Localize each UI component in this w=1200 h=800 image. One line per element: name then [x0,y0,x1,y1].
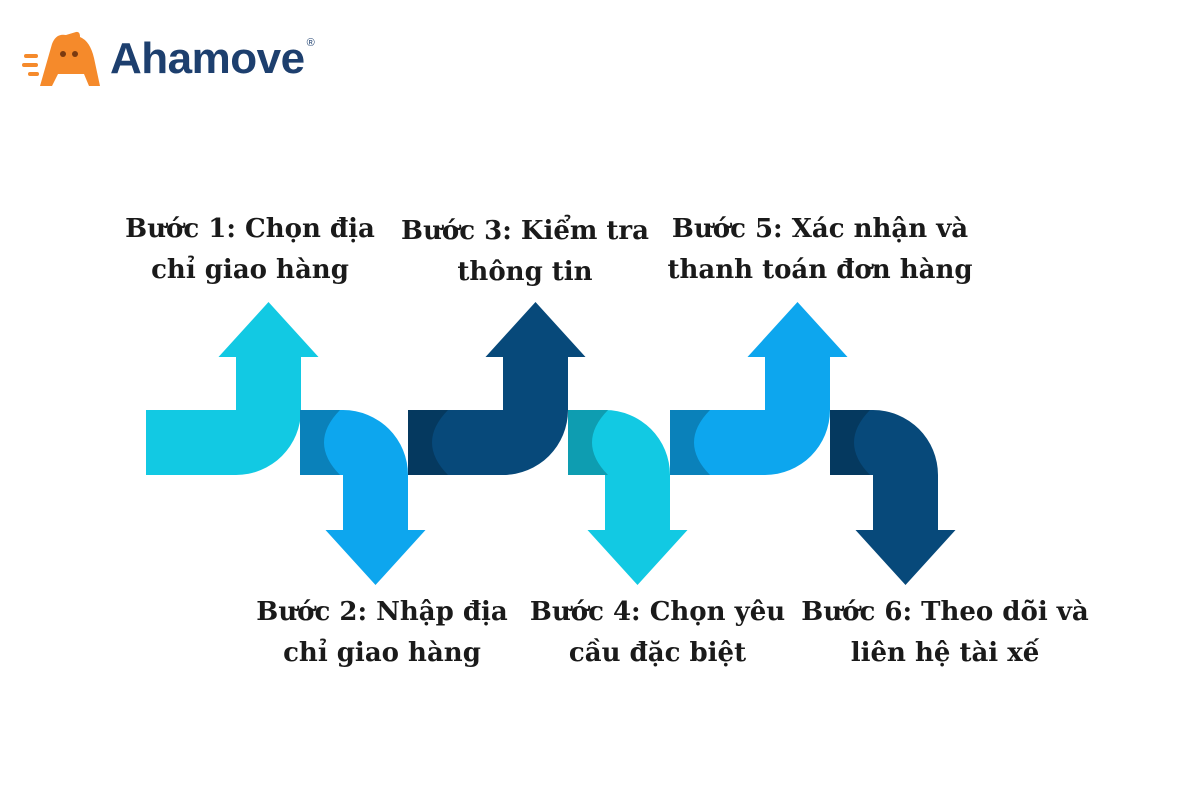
step-3-arrow-shade [408,410,448,475]
step-1-arrow-body [146,302,319,475]
step-6-arrow [830,410,956,585]
step-3-arrow-body [408,302,586,475]
step-4-arrow-shade [568,410,608,475]
mascot-speed-icon [22,31,100,86]
step-1-arrow [146,302,319,475]
step-3-label: Bước 3: Kiểm tra thông tin [401,216,649,287]
step-5-label: Bước 5: Xác nhận và thanh toán đơn hàng [667,214,973,285]
step-2-arrow-body [300,410,426,585]
step-4-arrow [568,410,688,585]
step-2-arrow [300,410,426,585]
step-4-arrow-body [568,410,688,585]
step-6-arrow-body [830,410,956,585]
brand-name: Ahamove [110,34,305,83]
step-3-arrow [408,302,586,475]
step-6-arrow-shade [830,410,870,475]
step-5-arrow-shade [670,410,710,475]
step-1-label: Bước 1: Chọn địa chỉ giao hàng [125,214,375,285]
step-5-arrow-body [670,302,848,475]
registered-mark: ® [306,37,315,49]
step-4-label: Bước 4: Chọn yêu cầu đặc biệt [529,597,786,668]
step-2-label: Bước 2: Nhập địa chỉ giao hàng [256,597,508,668]
step-5-arrow [670,302,848,475]
step-2-arrow-shade [300,410,340,475]
brand-logo: Ahamove ® [22,28,315,90]
step-6-label: Bước 6: Theo dõi và liên hệ tài xế [801,597,1089,668]
